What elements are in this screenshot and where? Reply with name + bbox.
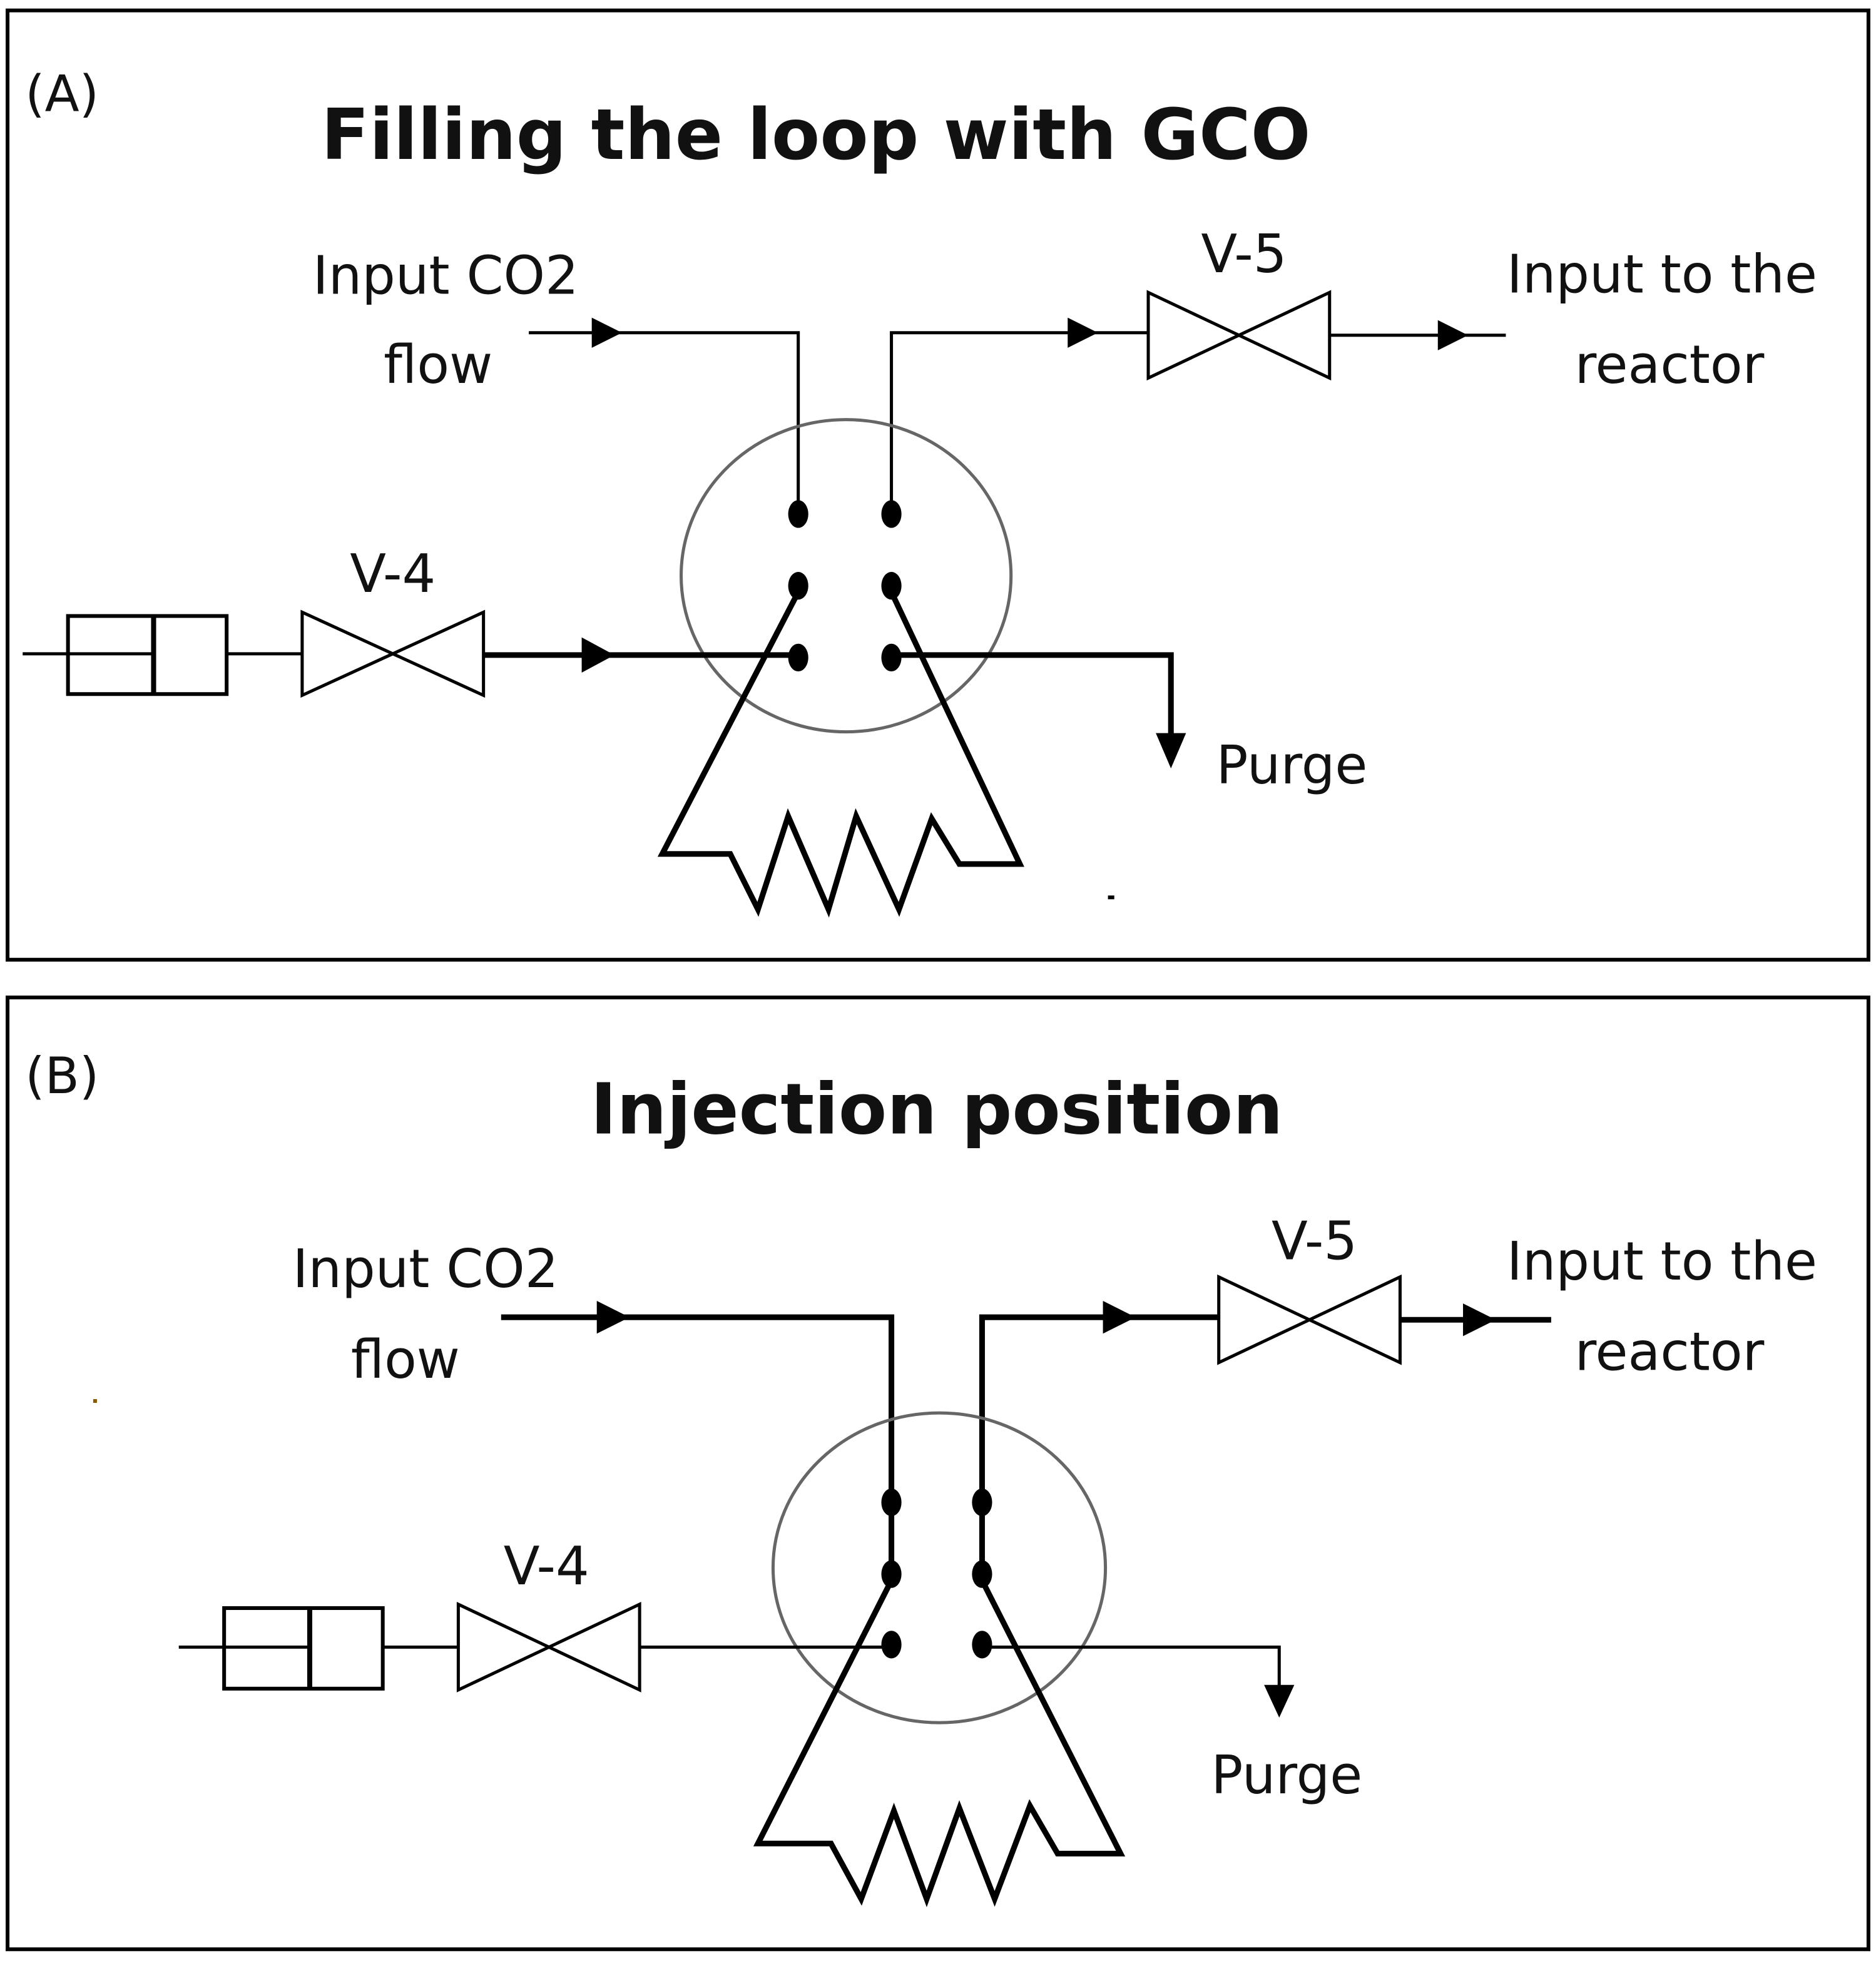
valve-v4-icon [300,609,486,698]
sample-loop [657,591,1024,918]
co2-inlet-arrow-icon [591,317,622,348]
input-co2-label: Input CO2 [313,245,579,306]
outlet-arrow-icon [1068,317,1098,348]
reactor-input-label: Input to the [1507,243,1817,305]
reactor-label: reactor [1575,334,1765,395]
syringe-icon [178,1606,459,1691]
input-co2-flow-label: flow [351,1329,460,1390]
reactor-arrow-icon [1463,1303,1496,1337]
valve-rotor [680,418,1013,734]
panel-b: (B) Injection position Input CO2 flow V-… [6,996,1870,1952]
panel-b-label: (B) [25,1046,99,1105]
input-co2-flow-label: flow [384,334,492,395]
panel-a-border [6,8,1870,962]
purge-line [982,1645,1281,1688]
purge-arrow-icon [1264,1684,1295,1718]
panel-b-border [6,996,1870,1952]
sample-loop [753,1579,1126,1907]
purge-arrow-icon [1156,733,1186,768]
panel-b-title: Injection position [590,1067,1283,1150]
reactor-input-label: Input to the [1507,1231,1817,1292]
outlet-arrow-icon [1103,1301,1136,1334]
valve-rotor [771,1411,1108,1724]
co2-inlet-arrow-icon [596,1301,630,1334]
panel-a: (A) Filling the loop with GCO Input CO2 … [6,8,1870,962]
input-co2-label: Input CO2 [293,1238,559,1300]
reactor-arrow-icon [1437,320,1469,350]
panel-a-label: (A) [25,64,99,123]
co2-inlet-line [529,331,800,514]
sample-inlet-arrow-icon [581,637,614,673]
valve-ports [881,1488,992,1659]
valve-v4-icon [456,1601,641,1693]
v5-label: V-5 [1272,1211,1357,1272]
v4-label: V-4 [350,543,436,604]
v5-label: V-5 [1201,223,1287,285]
v4-label: V-4 [504,1536,589,1597]
purge-label: Purge [1216,735,1367,796]
valve-v5-icon [1146,290,1332,381]
reactor-label: reactor [1575,1322,1765,1383]
purge-label: Purge [1211,1744,1362,1806]
valve-v5-icon [1217,1274,1402,1365]
syringe-icon [23,614,302,696]
stray-mark [1108,895,1114,900]
purge-line [891,652,1174,737]
panel-a-title: Filling the loop with GCO [321,93,1310,176]
reactor-outlet-line [890,331,1149,514]
stray-mark [93,1398,97,1403]
valve-ports [788,500,902,672]
